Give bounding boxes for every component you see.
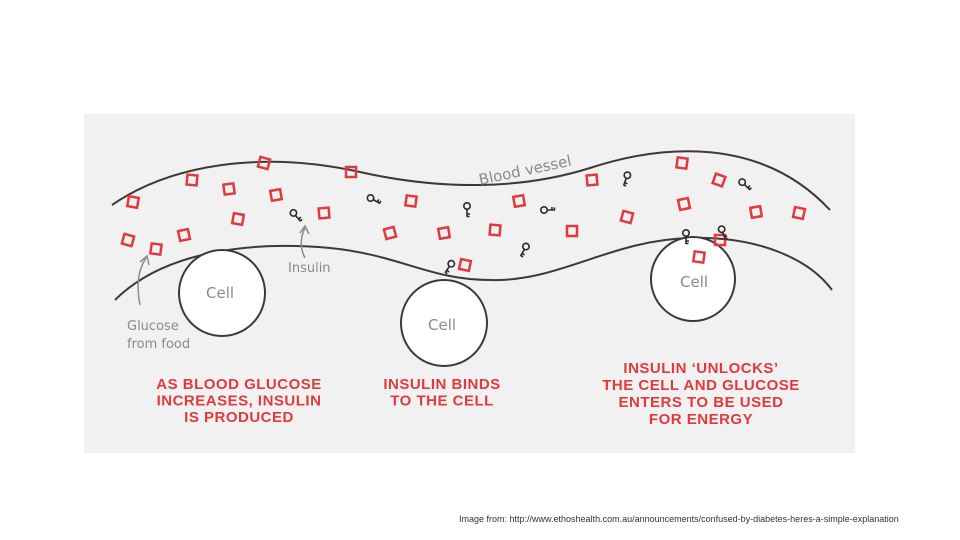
vessel-upper-wall <box>112 151 830 210</box>
glucose-square-icon <box>223 183 234 194</box>
glucose-square-icon <box>678 198 690 210</box>
caption-step3-line: FOR ENERGY <box>649 411 753 428</box>
glucose-square-icon <box>122 234 134 246</box>
glucose-label-line2: from food <box>127 337 190 352</box>
glucose-square-icon <box>127 196 139 208</box>
insulin-key-icon <box>621 171 632 187</box>
insulin-key-icon <box>289 208 303 223</box>
glucose-square-icon <box>587 175 598 186</box>
insulin-key-icon <box>738 178 753 193</box>
glucose-square-icon <box>490 225 501 236</box>
caption-step1-line: INCREASES, INSULIN <box>157 393 322 410</box>
caption-step3-line: INSULIN ‘UNLOCKS’ <box>623 360 778 377</box>
cell-label-1: Cell <box>206 284 234 302</box>
glucose-square-icon <box>319 208 330 219</box>
insulin-arrow <box>301 228 305 258</box>
glucose-square-icon <box>567 226 577 236</box>
insulin-key-icon <box>541 207 555 213</box>
glucose-square-icon <box>713 174 726 187</box>
cell-label-3: Cell <box>680 273 708 291</box>
insulin-key-icon <box>518 242 531 257</box>
insulin-key-icon <box>464 203 470 217</box>
glucose-square-icon <box>621 211 633 223</box>
caption-step2-line: INSULIN BINDS <box>383 376 500 393</box>
glucose-square-icon <box>459 259 471 271</box>
caption-step3-line: ENTERS TO BE USED <box>619 394 784 411</box>
glucose-square-icon <box>384 227 396 239</box>
caption-step1-line: IS PRODUCED <box>184 409 294 426</box>
glucose-square-icon <box>438 227 450 239</box>
image-credit: Image from: http://www.ethoshealth.com.a… <box>459 514 899 524</box>
glucose-square-icon <box>150 243 161 254</box>
glucose-label-line1: Glucose <box>127 319 179 334</box>
glucose-square-icon <box>178 229 190 241</box>
caption-step1-line: AS BLOOD GLUCOSE <box>156 376 322 393</box>
caption-step2-line: TO THE CELL <box>390 393 494 410</box>
glucose-square-icon <box>270 189 282 201</box>
insulin-key-icon <box>366 194 381 207</box>
glucose-square-icon <box>187 175 198 186</box>
blood-vessel-label: Blood vessel <box>477 152 573 189</box>
glucose-square-icon <box>513 195 525 207</box>
glucose-square-icon <box>258 157 270 169</box>
glucose-square-icon <box>232 213 244 225</box>
glucose-square-icon <box>405 195 416 206</box>
insulin-label: Insulin <box>288 261 331 276</box>
glucose-square-icon <box>676 157 687 168</box>
glucose-square-icon <box>793 207 805 219</box>
glucose-square-icon <box>750 206 762 218</box>
insulin-key-icon <box>442 259 455 274</box>
caption-step3-line: THE CELL AND GLUCOSE <box>602 377 800 394</box>
cell-label-2: Cell <box>428 316 456 334</box>
